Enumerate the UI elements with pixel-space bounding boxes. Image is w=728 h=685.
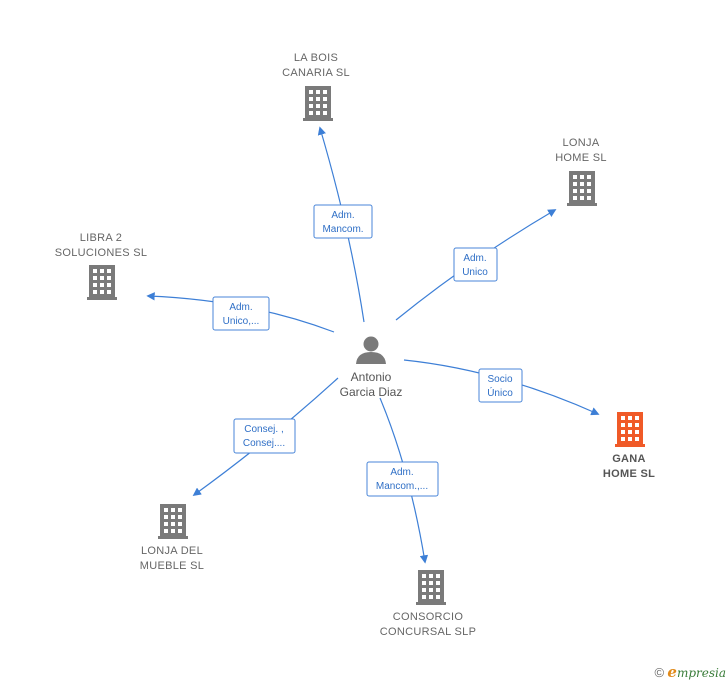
edge-label-box[interactable] — [212, 296, 270, 331]
company-node-consorcio[interactable]: CONSORCIO CONCURSAL SLP — [380, 570, 476, 638]
edge-la-bois: Adm. Mancom. — [313, 126, 373, 323]
edge-label-line1: Adm. — [390, 467, 413, 478]
person-name-line1: Antonio — [351, 370, 392, 384]
company-name-line1: LIBRA 2 — [80, 232, 122, 244]
edge-label-line2: Único — [487, 386, 513, 399]
company-name-line2: MUEBLE SL — [140, 560, 204, 572]
company-name-line1: LA BOIS — [294, 52, 338, 64]
building-icon — [567, 171, 597, 206]
edge-label-line2: Unico,... — [223, 316, 260, 327]
company-name-line2: CANARIA SL — [282, 67, 350, 79]
edge-label-line1: Adm. — [331, 210, 354, 221]
edge-label-box[interactable] — [453, 247, 498, 282]
edge-lonja-home: Adm. Unico — [395, 209, 557, 321]
person-name-line2: Garcia Diaz — [340, 385, 403, 399]
company-name-line2: SOLUCIONES SL — [55, 247, 148, 259]
company-node-lonja-mueble[interactable]: LONJA DEL MUEBLE SL — [140, 504, 204, 572]
edge-label-box[interactable] — [478, 368, 523, 403]
person-icon — [356, 336, 386, 364]
edge-label-line1: Adm. — [463, 253, 486, 264]
building-icon — [416, 570, 446, 605]
person-node[interactable]: Antonio Garcia Diaz — [340, 336, 403, 400]
company-name-line1: LONJA — [563, 137, 600, 149]
edge-label-line1: Adm. — [229, 302, 252, 313]
edge-label-line2: Mancom.,... — [376, 481, 428, 492]
company-node-lonja-home[interactable]: LONJA HOME SL — [555, 137, 607, 206]
building-icon — [303, 86, 333, 121]
company-node-la-bois[interactable]: LA BOIS CANARIA SL — [282, 52, 350, 121]
building-icon — [158, 504, 188, 539]
company-node-gana-home[interactable]: GANA HOME SL — [603, 412, 655, 480]
copyright-footer: © empresia — [654, 663, 726, 681]
company-node-libra2[interactable]: LIBRA 2 SOLUCIONES SL — [55, 232, 148, 300]
company-name-line2: CONCURSAL SLP — [380, 626, 476, 638]
edge-label-line2: Mancom. — [322, 224, 363, 235]
company-name-line2: HOME SL — [555, 152, 607, 164]
company-name-line1: LONJA DEL — [141, 545, 203, 557]
empresia-logo-text: mpresia — [676, 666, 726, 680]
edge-gana-home: Socio Único — [403, 359, 600, 416]
empresia-logo-initial: e — [667, 663, 677, 681]
edge-label-line2: Consej.... — [243, 438, 285, 449]
edge-label-box[interactable] — [366, 461, 439, 497]
edge-label-box[interactable] — [313, 204, 373, 239]
building-icon — [615, 412, 645, 447]
edge-lonja-mueble: Consej. , Consej.... — [192, 377, 339, 496]
company-name-line1: CONSORCIO — [393, 611, 464, 623]
building-icon — [87, 265, 117, 300]
edge-label-line2: Unico — [462, 267, 488, 278]
edge-label-line1: Consej. , — [244, 424, 283, 435]
edge-label-box[interactable] — [233, 418, 296, 454]
edge-consorcio: Adm. Mancom.,... — [366, 397, 439, 564]
company-name-line1: GANA — [612, 453, 646, 465]
company-name-line2: HOME SL — [603, 468, 655, 480]
edge-label-line1: Socio — [487, 374, 512, 385]
copyright-symbol: © — [654, 665, 665, 680]
edge-libra2: Adm. Unico,... — [146, 292, 335, 333]
